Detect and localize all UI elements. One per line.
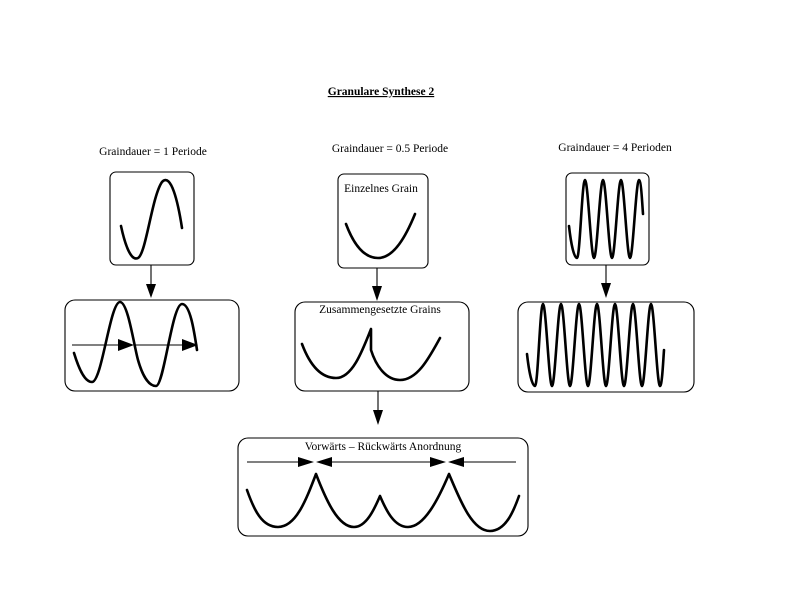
repeated-grains-box-right <box>517 301 695 393</box>
single-grain-box-half-period <box>337 173 429 269</box>
waveform-one-period <box>119 178 184 260</box>
arrowhead-right <box>601 283 611 298</box>
waveform-combined-grains <box>300 327 442 382</box>
single-grain-box-4-periods <box>565 172 650 266</box>
arrowhead-left <box>146 284 156 298</box>
grain-marker-arrowhead-1 <box>118 339 134 351</box>
waveform-repeated-left <box>72 300 199 388</box>
label-grain-4-periods: Graindauer = 4 Perioden <box>558 142 672 154</box>
direction-arrowhead-forward-2 <box>430 457 446 467</box>
arrowhead-middle-1 <box>372 286 382 301</box>
label-grain-half-period: Graindauer = 0.5 Periode <box>332 143 448 155</box>
waveform-four-periods <box>567 178 645 260</box>
arrowhead-middle-2 <box>373 410 383 425</box>
label-forward-backward-arrangement: Vorwärts – Rückwärts Anordnung <box>305 441 462 453</box>
grain-marker-arrowhead-2 <box>182 339 198 351</box>
waveform-half-period <box>344 212 417 260</box>
waveform-repeated-right <box>525 302 666 388</box>
label-combined-grains: Zusammengesetzte Grains <box>319 304 441 316</box>
direction-arrowhead-backward-2 <box>448 457 464 467</box>
label-grain-1-period: Graindauer = 1 Periode <box>99 146 207 158</box>
combined-grains-box <box>294 301 470 392</box>
direction-arrowhead-forward-1 <box>298 457 314 467</box>
repeated-grains-box-left <box>64 299 240 392</box>
direction-arrowhead-backward-1 <box>316 457 332 467</box>
label-single-grain: Einzelnes Grain <box>344 183 418 195</box>
diagram-title: Granulare Synthese 2 <box>328 86 435 98</box>
single-grain-box-1-period <box>109 171 195 266</box>
waveform-forward-backward <box>245 472 521 533</box>
forward-backward-arrangement-box <box>237 437 529 537</box>
